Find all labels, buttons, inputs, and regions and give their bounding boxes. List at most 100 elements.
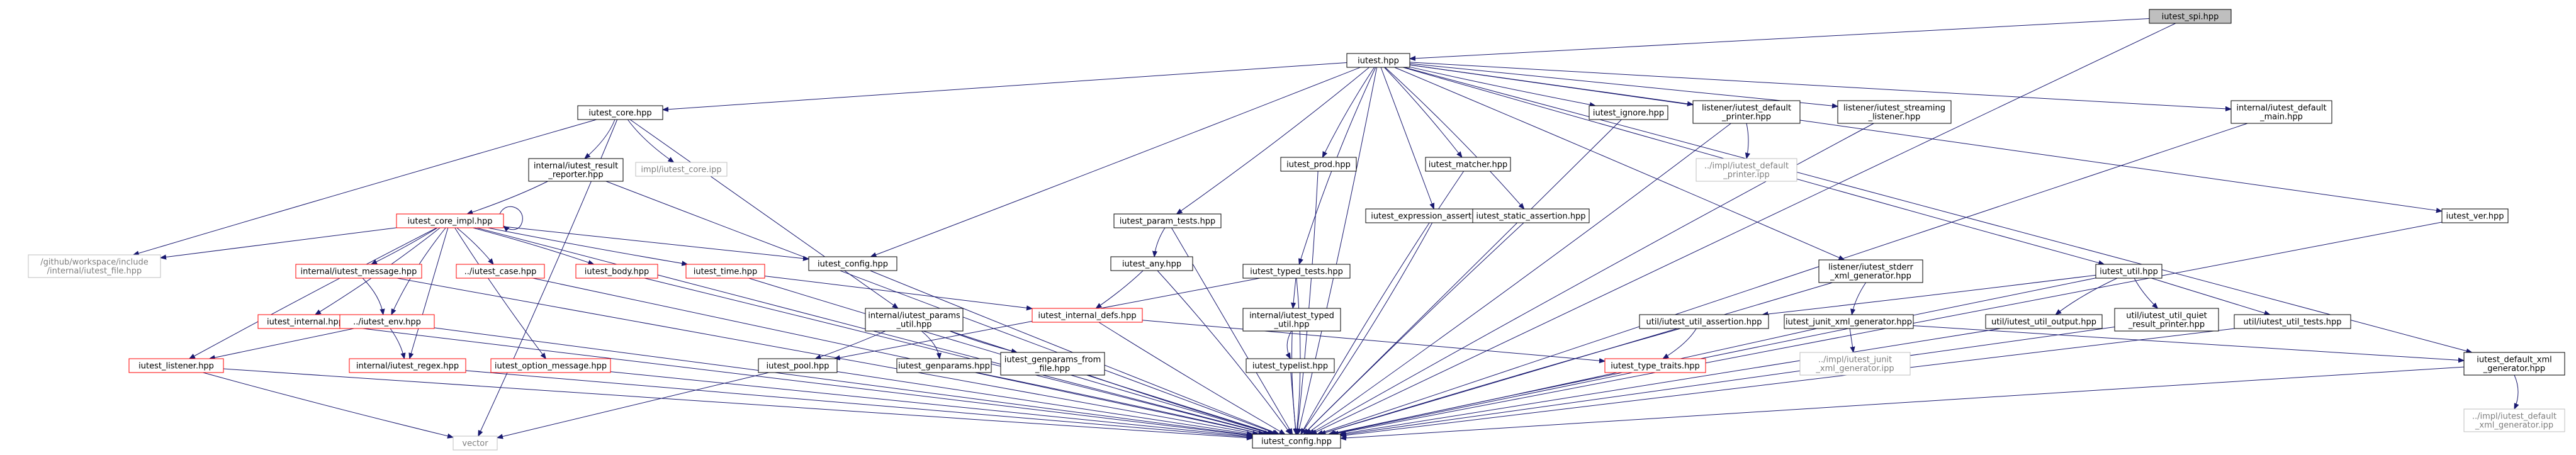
node-label-line: _generator.hpp <box>2483 364 2545 374</box>
node-genparams[interactable]: iutest_genparams.hpp <box>896 358 992 373</box>
node-box <box>339 314 435 329</box>
node-param-tests[interactable]: iutest_param_tests.hpp <box>1113 213 1222 228</box>
edge-iutest-to-prod <box>1322 67 1375 157</box>
edge-param_tests-to-any <box>1154 227 1166 257</box>
edge-core_impl-to-message <box>371 227 438 264</box>
edge-line <box>2056 278 2118 315</box>
edge-line <box>1409 62 2231 110</box>
node-junit[interactable]: iutest_junit_xml_generator.hpp <box>1784 314 1914 329</box>
edges-layer <box>133 18 2518 439</box>
node-config[interactable]: iutest_config.hpp <box>1252 434 1341 449</box>
node-box <box>1110 256 1193 271</box>
node-junit-ipp[interactable]: ../impl/iutest_junit_xml_generator.ipp <box>1799 352 1911 376</box>
edge-prod-to-config <box>1297 171 1319 434</box>
edge-line <box>1157 270 1291 434</box>
node-internal-defs[interactable]: iutest_internal_defs.hpp <box>1032 308 1143 323</box>
node-label-line: iutest_expression_assertion.hpp <box>1371 212 1502 222</box>
edge-line <box>454 227 546 359</box>
node-body[interactable]: iutest_body.hpp <box>575 264 658 279</box>
node-default-xml-ipp[interactable]: ../impl/iutest_default_xml_generator.ipp <box>2463 408 2565 432</box>
edge-line <box>223 368 1252 438</box>
node-config-hub[interactable]: iutest_config.hpp <box>808 256 897 271</box>
node-any[interactable]: iutest_any.hpp <box>1110 256 1193 271</box>
node-util-tests[interactable]: util/iutest_util_tests.hpp <box>2234 314 2351 329</box>
node-label-line: internal/iutest_result <box>534 162 618 171</box>
edge-util-to-config <box>1330 278 2096 434</box>
node-box <box>2149 9 2232 24</box>
node-typed-tests[interactable]: iutest_typed_tests.hpp <box>1242 264 1351 279</box>
node-util[interactable]: iutest_util.hpp <box>2095 264 2163 279</box>
node-type-traits[interactable]: iutest_type_traits.hpp <box>1604 358 1706 373</box>
node-box <box>575 264 658 279</box>
node-impl-core[interactable]: impl/iutest_core.ipp <box>635 162 728 177</box>
node-result-reporter[interactable]: internal/iutest_result_reporter.hpp <box>528 158 624 182</box>
node-util-output[interactable]: util/iutest_util_output.hpp <box>1985 314 2103 329</box>
node-stderr-xml[interactable]: listener/iutest_stderr_xml_generator.hpp <box>1818 259 1923 283</box>
node-streaming[interactable]: listener/iutest_streaming_listener.hpp <box>1837 100 1952 124</box>
node-label-line: iutest_util.hpp <box>2100 267 2158 277</box>
node-box <box>758 358 838 373</box>
edge-iutest-to-default_xml <box>1404 67 2472 352</box>
edge-line <box>585 119 616 159</box>
node-typed-util[interactable]: internal/iutest_typed_util.hpp <box>1242 308 1341 332</box>
node-internal[interactable]: iutest_internal.hpp <box>257 314 353 329</box>
node-default-printer[interactable]: listener/iutest_default_printer.hpp <box>1692 100 1801 124</box>
edge-line <box>1322 67 1375 157</box>
edge-line <box>189 227 437 359</box>
node-regex[interactable]: internal/iutest_regex.hpp <box>349 358 466 373</box>
node-util-quiet[interactable]: util/iutest_util_quiet_result_printer.hp… <box>2114 308 2219 332</box>
node-params-util[interactable]: internal/iutest_params_util.hpp <box>865 308 964 332</box>
node-box <box>577 105 663 120</box>
node-label-line: /github/workspace/include <box>40 258 149 267</box>
node-label-line: iutest_genparams.hpp <box>898 362 990 371</box>
node-static-assertion[interactable]: iutest_static_assertion.hpp <box>1472 208 1590 223</box>
node-default-xml[interactable]: iutest_default_xml_generator.hpp <box>2463 352 2565 376</box>
edge-default_printer-to-config <box>1306 123 1731 434</box>
node-time[interactable]: iutest_time.hpp <box>685 264 765 279</box>
node-default-printer-ipp[interactable]: ../impl/iutest_default_printer.ipp <box>1696 158 1797 182</box>
node-default-main[interactable]: internal/iutest_default_main.hpp <box>2230 100 2332 124</box>
edge-iutest-to-matcher <box>1384 67 1463 157</box>
node-label-line: _listener.hpp <box>1868 113 1921 122</box>
node-ver[interactable]: iutest_ver.hpp <box>2441 208 2509 223</box>
node-label-line: iutest_typed_tests.hpp <box>1250 267 1343 277</box>
node-listener[interactable]: iutest_listener.hpp <box>128 358 224 373</box>
node-typelist[interactable]: iutest_typelist.hpp <box>1246 358 1335 373</box>
node-pool[interactable]: iutest_pool.hpp <box>758 358 838 373</box>
edge-core_impl-to-option_message <box>454 227 546 359</box>
nodes-layer: iutest_spi.hppiutest.hppiutest_core.hppi… <box>28 9 2565 451</box>
node-util-assertion[interactable]: util/iutest_util_assertion.hpp <box>1639 314 1769 329</box>
node-label-line: iutest_type_traits.hpp <box>1611 362 1700 371</box>
node-label-line: iutest.hpp <box>1358 57 1399 66</box>
node-genparams-file[interactable]: iutest_genparams_from_file.hpp <box>1000 352 1105 376</box>
node-prod[interactable]: iutest_prod.hpp <box>1280 157 1357 172</box>
node-label-line: listener/iutest_stderr <box>1828 263 1914 272</box>
node-ignore[interactable]: iutest_ignore.hpp <box>1589 105 1668 120</box>
node-env[interactable]: ../iutest_env.hpp <box>339 314 435 329</box>
node-vector[interactable]: vector <box>453 435 498 451</box>
node-label-line: iutest_body.hpp <box>585 267 650 277</box>
edge-core_impl-to-github <box>160 227 397 258</box>
edge-junit-to-default_xml <box>1913 325 2464 360</box>
node-spi[interactable]: iutest_spi.hpp <box>2149 9 2232 24</box>
edge-internal-to-config <box>352 327 1252 436</box>
node-label-line: internal/iutest_message.hpp <box>301 267 417 277</box>
edge-util-to-util_output <box>2056 278 2118 315</box>
node-case[interactable]: ../iutest_case.hpp <box>456 264 545 279</box>
node-matcher[interactable]: iutest_matcher.hpp <box>1425 157 1511 172</box>
node-message[interactable]: internal/iutest_message.hpp <box>295 264 422 279</box>
edge-line <box>362 278 383 315</box>
edge-line <box>390 328 404 359</box>
node-box <box>1589 105 1668 120</box>
node-iutest[interactable]: iutest.hpp <box>1346 53 1410 68</box>
node-option-message[interactable]: iutest_option_message.hpp <box>490 358 611 373</box>
edge-util_assertion-to-config <box>1320 328 1681 434</box>
edge-line <box>1329 328 1817 434</box>
node-box <box>1032 308 1143 323</box>
node-github[interactable]: /github/workspace/include/internal/iutes… <box>28 254 161 278</box>
node-label-line: _xml_generator.hpp <box>1830 272 1911 281</box>
node-core-impl[interactable]: iutest_core_impl.hpp <box>396 213 504 228</box>
node-core[interactable]: iutest_core.hpp <box>577 105 663 120</box>
edge-line <box>397 278 1259 434</box>
node-box <box>1280 157 1357 172</box>
